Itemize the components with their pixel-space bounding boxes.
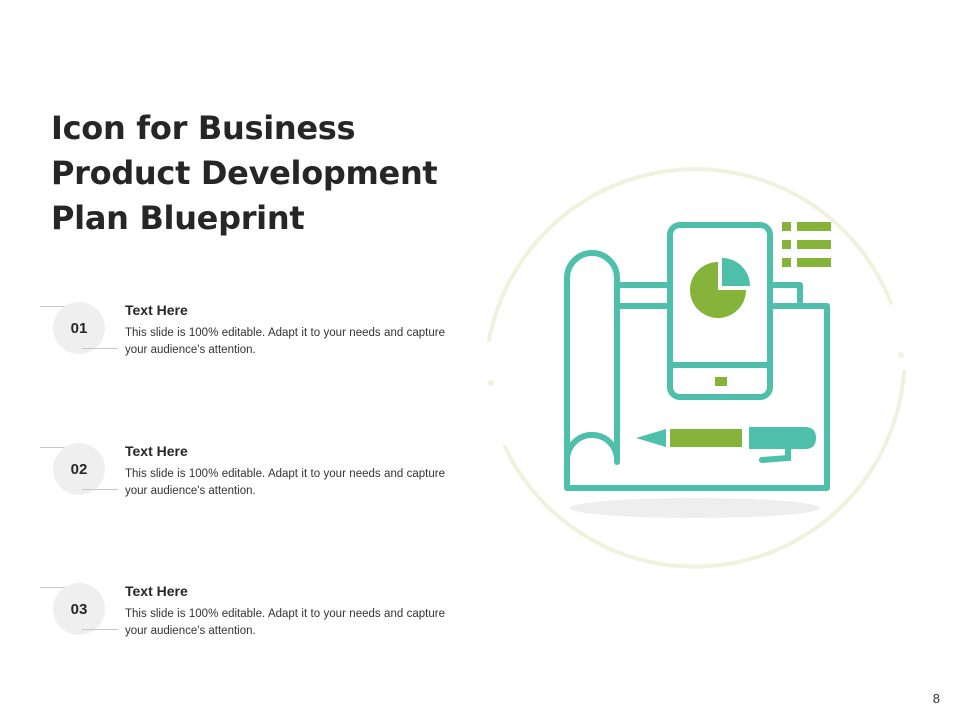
number-badge: 02 bbox=[40, 441, 120, 501]
item-body: This slide is 100% editable. Adapt it to… bbox=[125, 608, 445, 637]
item-body: This slide is 100% editable. Adapt it to… bbox=[125, 327, 445, 356]
divider bbox=[82, 489, 118, 490]
divider bbox=[40, 447, 76, 448]
slide-title: Icon for Business Product Development Pl… bbox=[51, 106, 471, 241]
list-icon bbox=[782, 222, 831, 267]
decorative-ring bbox=[487, 167, 906, 569]
number-circle: 02 bbox=[53, 443, 105, 495]
number-circle: 03 bbox=[53, 583, 105, 635]
divider bbox=[82, 348, 118, 349]
divider bbox=[40, 587, 76, 588]
title-line-3: Plan Blueprint bbox=[51, 199, 305, 237]
divider bbox=[82, 629, 118, 630]
list-item-3: 03 Text Here This slide is 100% editable… bbox=[40, 581, 460, 661]
number-badge: 03 bbox=[40, 581, 120, 641]
title-line-2: Product Development bbox=[51, 154, 438, 192]
item-heading: Text Here bbox=[125, 583, 188, 599]
page-number: 8 bbox=[932, 691, 940, 706]
item-heading: Text Here bbox=[125, 443, 188, 459]
number-circle: 01 bbox=[53, 302, 105, 354]
list-item-1: 01 Text Here This slide is 100% editable… bbox=[40, 300, 460, 380]
icon-shadow bbox=[570, 498, 820, 518]
item-heading: Text Here bbox=[125, 302, 188, 318]
title-line-1: Icon for Business bbox=[51, 109, 356, 147]
number-badge: 01 bbox=[40, 300, 120, 360]
pie-chart-icon bbox=[690, 258, 750, 318]
divider bbox=[40, 306, 76, 307]
pen-icon bbox=[636, 427, 816, 463]
blueprint-illustration bbox=[487, 167, 906, 569]
list-item-2: 02 Text Here This slide is 100% editable… bbox=[40, 441, 460, 521]
item-body: This slide is 100% editable. Adapt it to… bbox=[125, 468, 445, 497]
